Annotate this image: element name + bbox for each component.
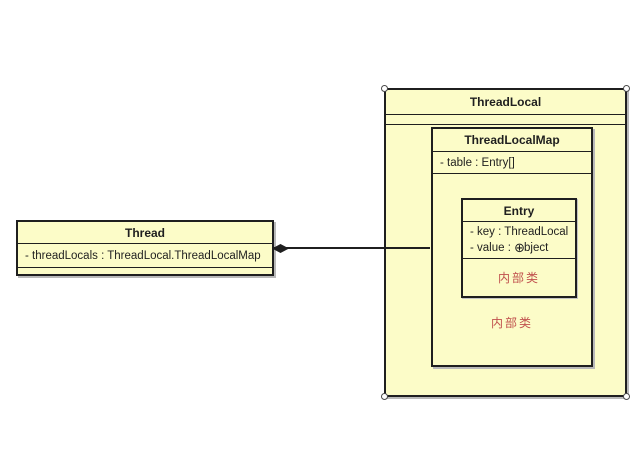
- composition-link[interactable]: [274, 247, 430, 249]
- class-entry-note-compartment: 内部类: [463, 259, 575, 296]
- selection-handle-top-right[interactable]: [623, 85, 630, 92]
- attribute-value: - value : ⊕bject: [470, 240, 571, 256]
- class-threadlocal-attributes-compartment: [386, 115, 625, 125]
- selection-handle-bottom-right[interactable]: [623, 393, 630, 400]
- class-thread-operations-compartment: [18, 268, 272, 274]
- class-thread[interactable]: Thread - threadLocals : ThreadLocal.Thre…: [16, 220, 274, 276]
- composition-diamond-icon: [272, 244, 289, 253]
- anchor-marker-icon: ⊕: [514, 241, 526, 256]
- class-thread-attributes: - threadLocals : ThreadLocal.ThreadLocal…: [18, 244, 272, 268]
- selection-handle-top-left[interactable]: [381, 85, 388, 92]
- class-threadlocal[interactable]: ThreadLocal ThreadLocalMap - table : Ent…: [381, 85, 630, 400]
- class-threadlocal-title: ThreadLocal: [386, 90, 625, 115]
- inner-class-label: 内部类: [497, 271, 540, 285]
- attribute-table: - table : Entry[]: [440, 156, 515, 169]
- class-entry-attributes: - key : ThreadLocal - value : ⊕bject: [463, 222, 575, 259]
- class-thread-title: Thread: [18, 222, 272, 244]
- attribute-threadlocals: - threadLocals : ThreadLocal.ThreadLocal…: [25, 249, 261, 262]
- class-threadlocalmap[interactable]: ThreadLocalMap - table : Entry[] Entry -…: [431, 127, 593, 367]
- inner-class-label: 内部类: [490, 316, 533, 330]
- attribute-key: - key : ThreadLocal: [470, 226, 569, 238]
- class-entry-title: Entry: [463, 200, 575, 222]
- class-threadlocal-body: ThreadLocalMap - table : Entry[] Entry -…: [386, 125, 625, 395]
- class-threadlocalmap-body: Entry - key : ThreadLocal - value : ⊕bje…: [433, 174, 591, 365]
- attribute-value-prefix: - value :: [470, 242, 515, 254]
- attribute-value-suffix: bject: [524, 242, 549, 254]
- selection-handle-bottom-left[interactable]: [381, 393, 388, 400]
- class-threadlocalmap-title: ThreadLocalMap: [433, 129, 591, 152]
- class-entry[interactable]: Entry - key : ThreadLocal - value : ⊕bje…: [461, 198, 577, 298]
- class-threadlocalmap-attributes: - table : Entry[]: [433, 152, 591, 174]
